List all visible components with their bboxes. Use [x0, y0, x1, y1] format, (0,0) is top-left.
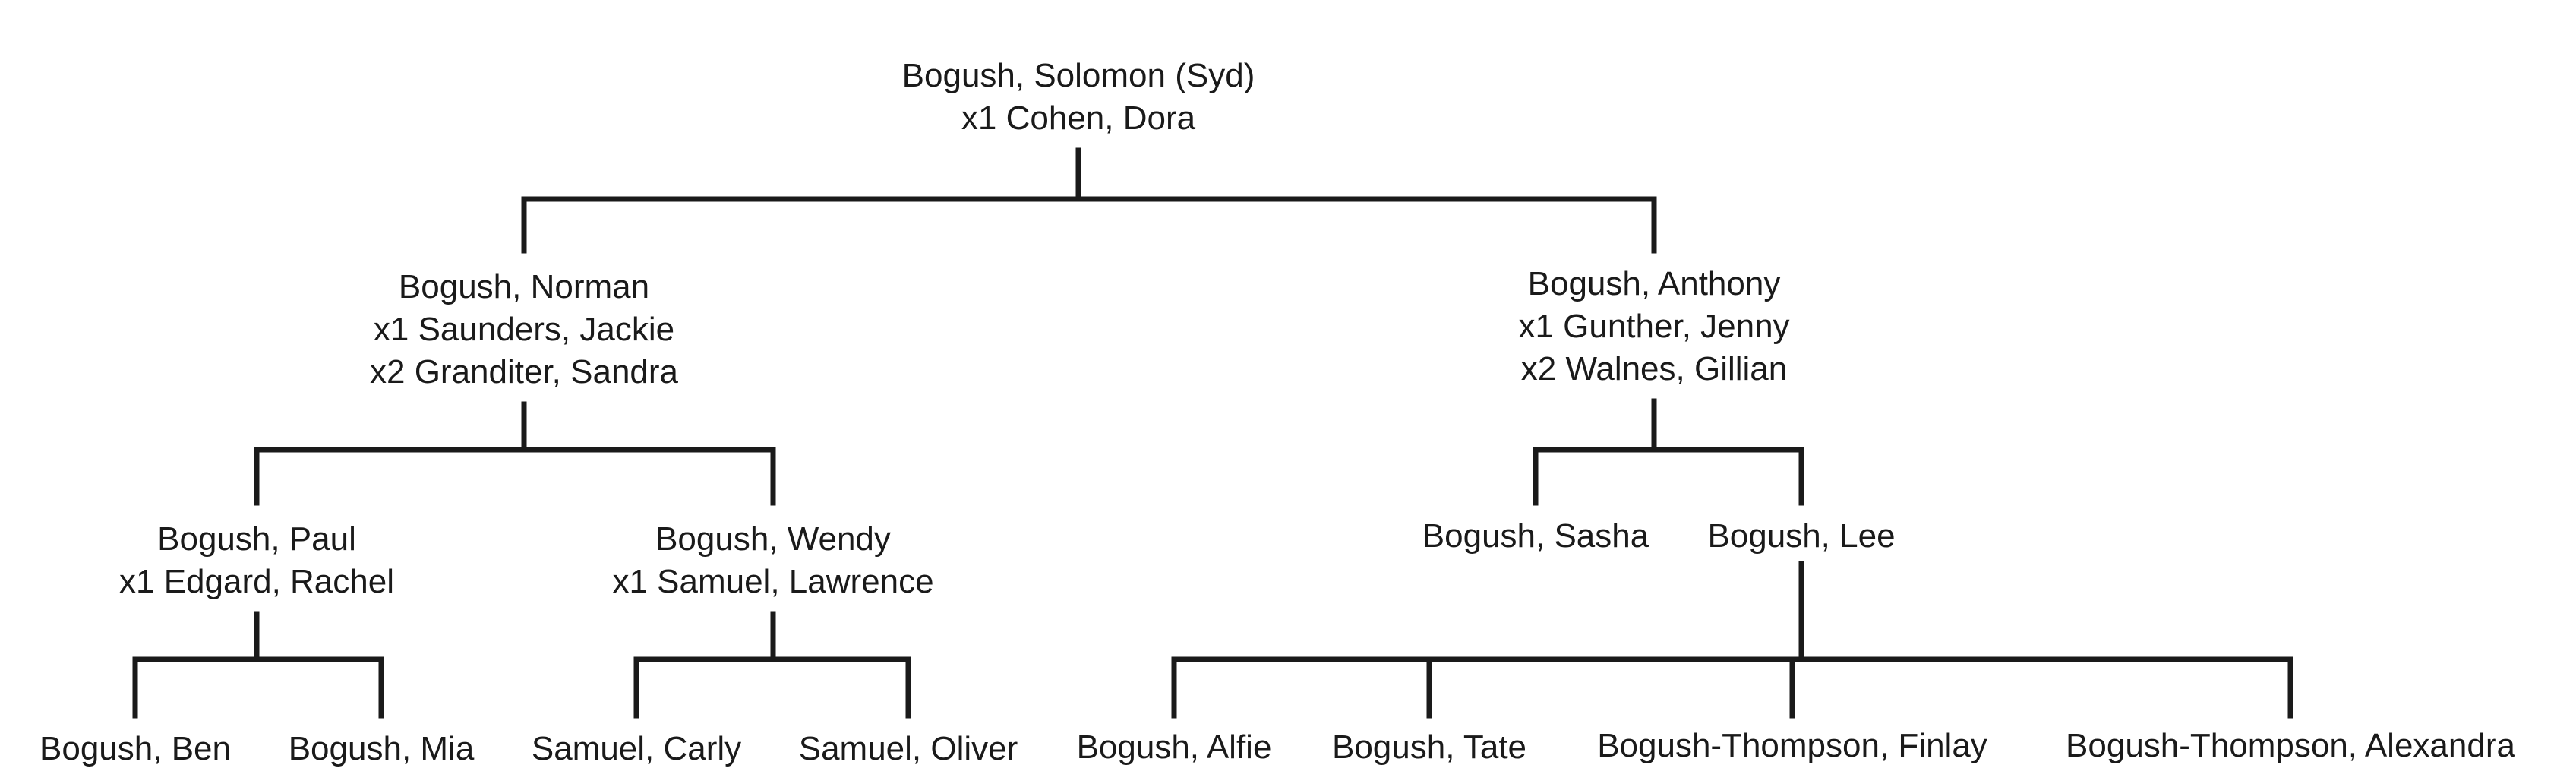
person-name: Bogush, Wendy	[655, 520, 891, 558]
spouse-2: x2 Walnes, Gillian	[1520, 350, 1788, 387]
connector-paul-children	[132, 611, 384, 719]
spouse-1: x1 Saunders, Jackie	[373, 311, 675, 348]
person-lee-bogush: Bogush, Lee	[1707, 515, 1895, 558]
person-name: Bogush, Lee	[1707, 517, 1896, 555]
person-paul-bogush: Bogush, Paul x1 Edgard, Rachel	[119, 518, 394, 603]
person-tate-bogush: Bogush, Tate	[1332, 726, 1526, 769]
person-name: Bogush, Alfie	[1076, 729, 1272, 766]
person-name: Bogush-Thompson, Alexandra	[2066, 727, 2515, 764]
person-carly-samuel: Samuel, Carly	[532, 728, 741, 770]
person-name: Bogush, Sasha	[1422, 517, 1649, 555]
person-mia-bogush: Bogush, Mia	[289, 728, 475, 770]
person-name: Bogush, Norman	[398, 268, 650, 305]
person-solomon-bogush: Bogush, Solomon (Syd) x1 Cohen, Dora	[902, 55, 1255, 140]
spouse-2: x2 Granditer, Sandra	[369, 353, 679, 390]
person-alfie-bogush: Bogush, Alfie	[1077, 726, 1272, 769]
person-finlay-bogush-thompson: Bogush-Thompson, Finlay	[1597, 725, 1987, 767]
person-norman-bogush: Bogush, Norman x1 Saunders, Jackie x2 Gr…	[370, 266, 678, 394]
person-name: Samuel, Oliver	[798, 730, 1018, 767]
spouse-1: x1 Cohen, Dora	[961, 100, 1196, 137]
connector-anthony-children	[1533, 398, 1804, 506]
connector-root-children	[521, 147, 1657, 254]
person-ben-bogush: Bogush, Ben	[39, 728, 231, 770]
person-name: Bogush, Anthony	[1527, 265, 1781, 302]
person-anthony-bogush: Bogush, Anthony x1 Gunther, Jenny x2 Wal…	[1518, 263, 1789, 390]
person-oliver-samuel: Samuel, Oliver	[799, 728, 1018, 770]
spouse-1: x1 Edgard, Rachel	[119, 563, 394, 600]
person-name: Bogush, Solomon (Syd)	[901, 57, 1255, 94]
person-sasha-bogush: Bogush, Sasha	[1422, 515, 1649, 558]
spouse-1: x1 Gunther, Jenny	[1518, 308, 1790, 345]
person-name: Bogush, Mia	[288, 730, 475, 767]
person-name: Bogush, Tate	[1331, 729, 1527, 766]
spouse-1: x1 Samuel, Lawrence	[612, 563, 934, 600]
person-name: Bogush, Paul	[157, 520, 356, 558]
person-name: Bogush, Ben	[39, 730, 231, 767]
connector-lee-children	[1171, 561, 2293, 719]
connector-norman-children	[254, 401, 776, 506]
person-name: Samuel, Carly	[531, 730, 742, 767]
person-name: Bogush-Thompson, Finlay	[1597, 727, 1987, 764]
connector-wendy-children	[633, 611, 911, 719]
person-wendy-bogush: Bogush, Wendy x1 Samuel, Lawrence	[612, 518, 933, 603]
person-alexandra-bogush-thompson: Bogush-Thompson, Alexandra	[2066, 725, 2515, 767]
